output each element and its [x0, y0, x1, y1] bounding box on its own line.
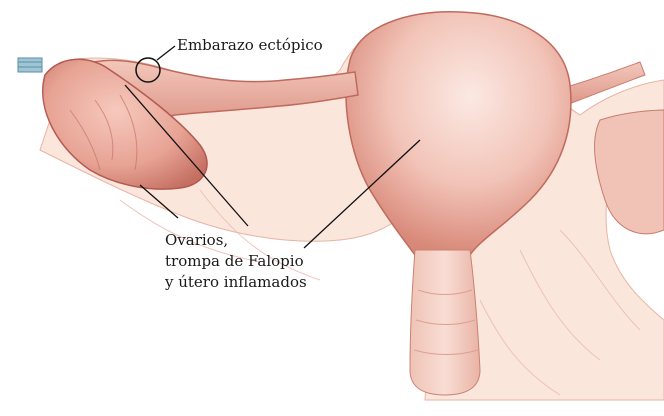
cervix: [410, 250, 480, 395]
fimbria-tip: [18, 58, 42, 72]
inflamed-label-line-1: Ovarios,: [165, 230, 307, 251]
leader-line-ectopic: [157, 46, 175, 60]
inflamed-label-line-3: y útero inflamados: [165, 272, 307, 293]
inflamed-organs-label: Ovarios, trompa de Falopio y útero infla…: [165, 230, 307, 293]
inflamed-label-line-2: trompa de Falopio: [165, 251, 307, 272]
ectopic-pregnancy-label: Embarazo ectópico: [177, 36, 323, 54]
